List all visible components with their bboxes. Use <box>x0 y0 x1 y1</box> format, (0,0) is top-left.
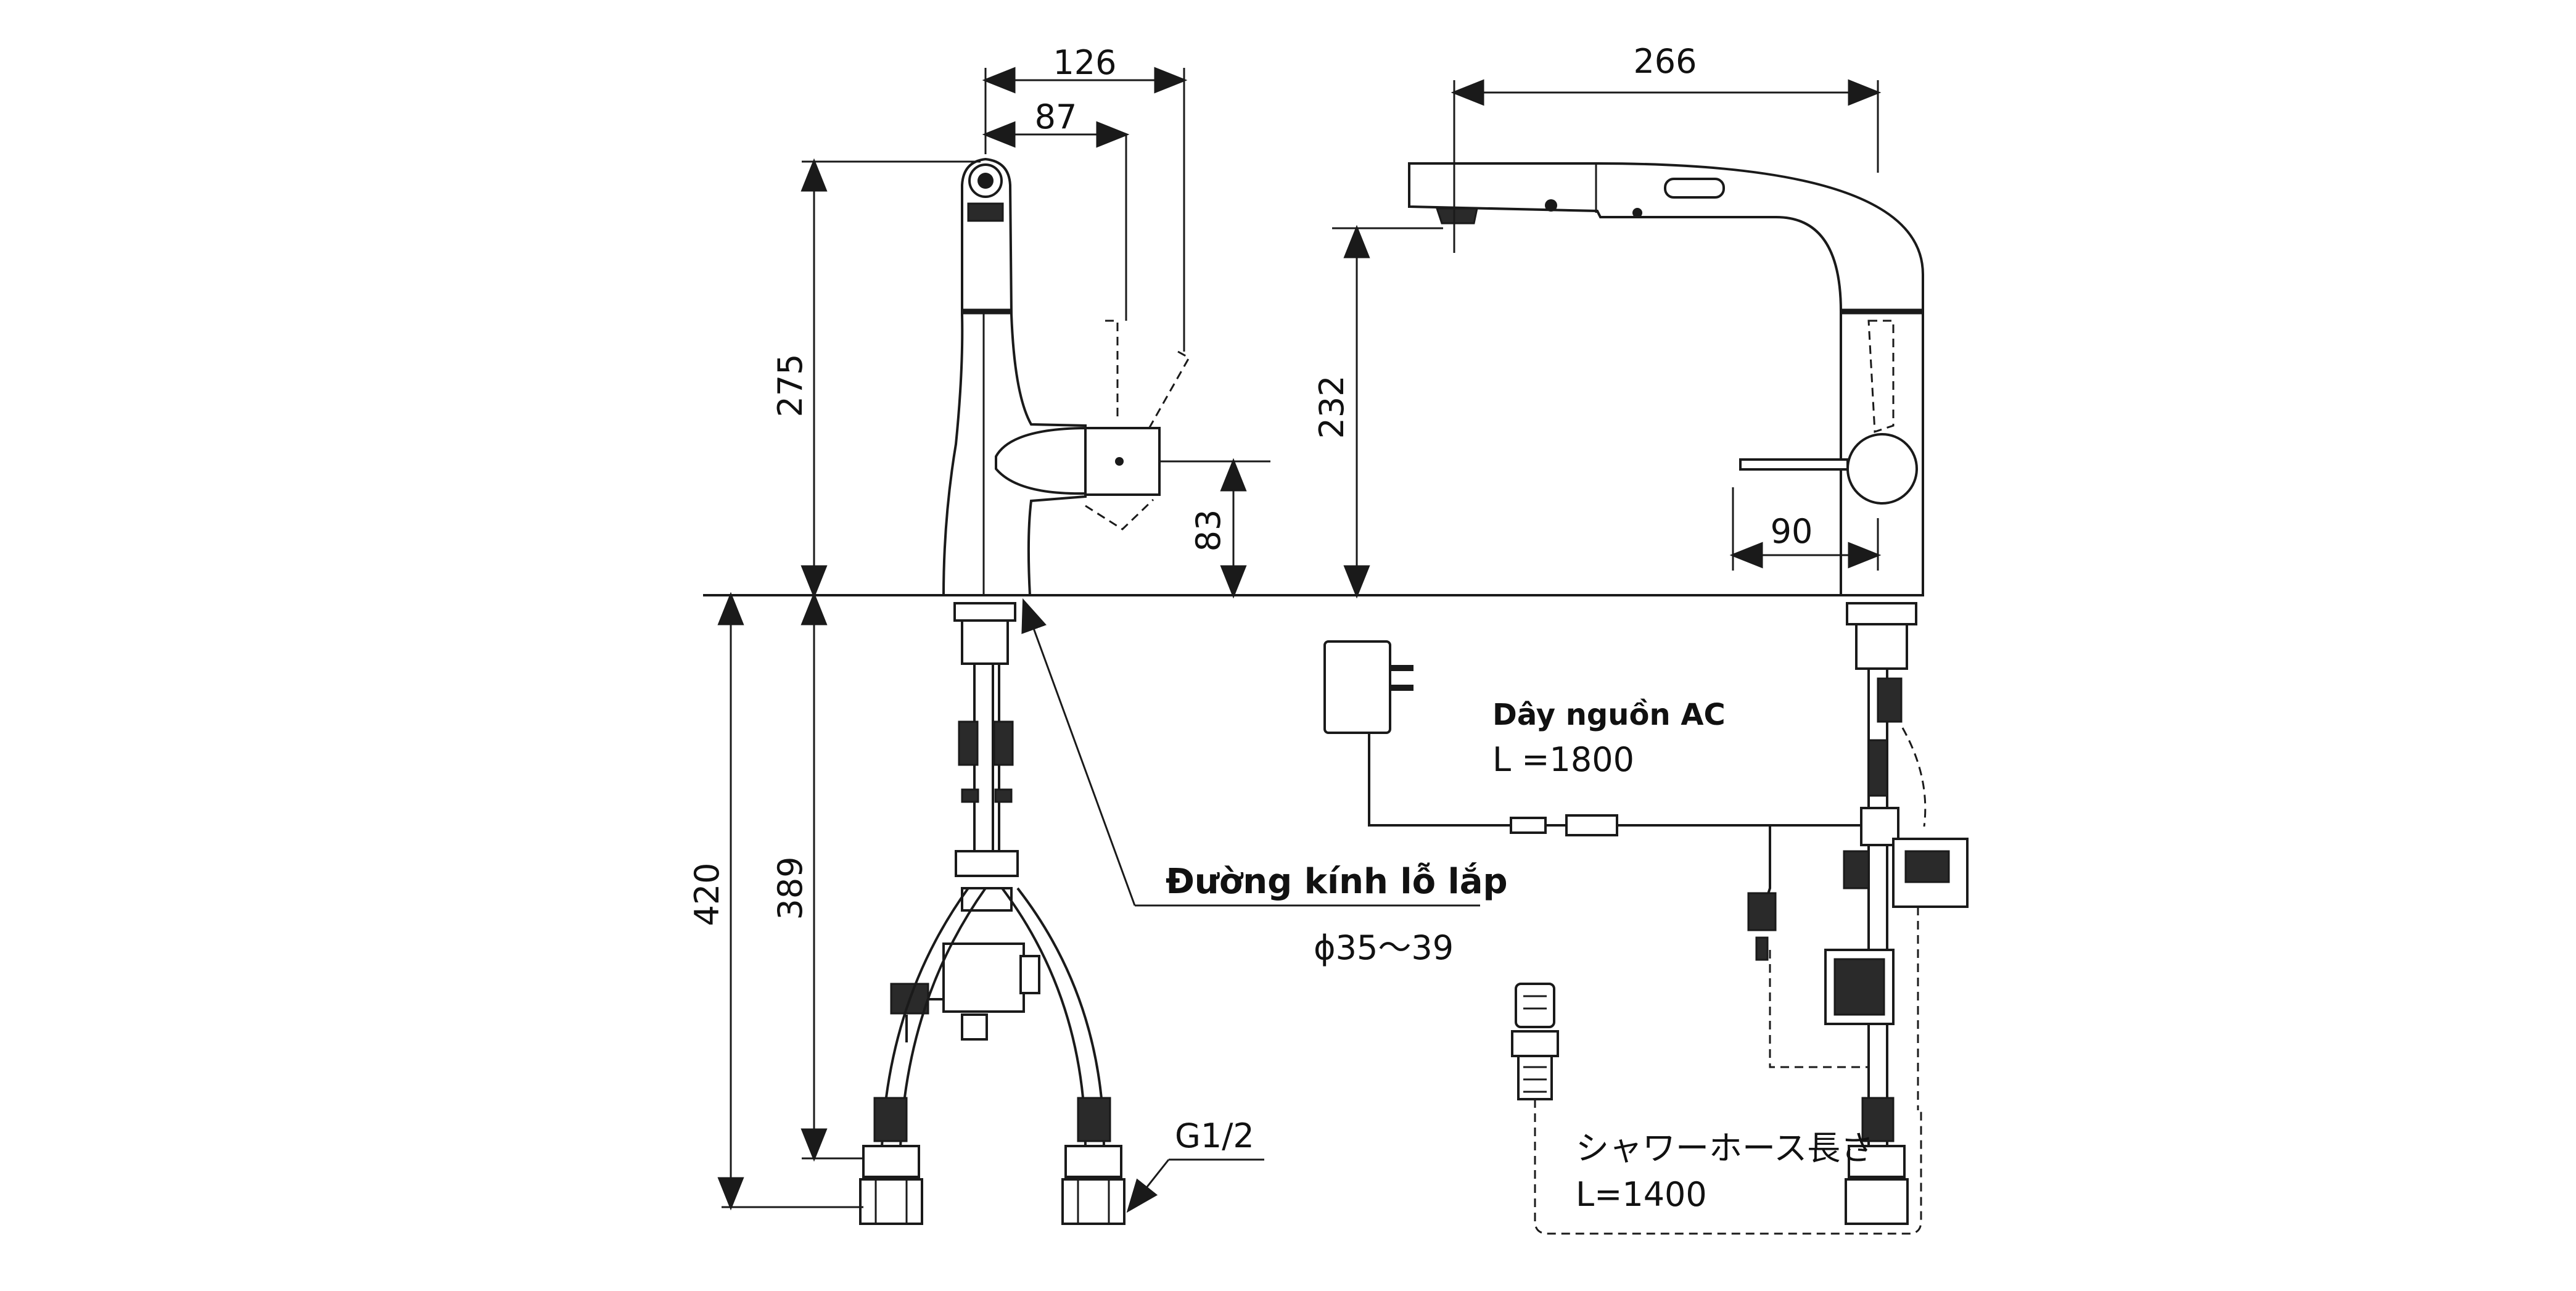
shower-hose-length: L=1400 <box>1576 1175 1707 1214</box>
dimension-389: 389 <box>771 592 863 1162</box>
shower-hose-path <box>1534 1099 1922 1235</box>
side-view-faucet <box>1408 162 1969 1225</box>
dim-266-label: 266 <box>1633 42 1697 81</box>
dimension-266: 266 <box>1451 42 1882 253</box>
left-inlet-fitting <box>859 1145 923 1225</box>
dimension-83: 83 <box>1189 458 1247 599</box>
right-inlet-fitting <box>1061 1145 1125 1225</box>
front-hose-couplers <box>958 720 1014 803</box>
dimension-90: 90 <box>1729 487 1882 571</box>
dim-83-label: 83 <box>1189 509 1228 552</box>
front-valve-block <box>890 942 1040 1042</box>
front-view-faucet <box>859 157 1270 1225</box>
dim-232-label: 232 <box>1312 375 1351 439</box>
dim-389-label: 389 <box>771 856 810 920</box>
ac-adapter <box>1323 640 1862 961</box>
side-inlet-fitting <box>1845 1145 1909 1225</box>
side-controller-box <box>1892 838 1969 908</box>
dimension-232: 232 <box>1312 225 1443 599</box>
thread-callout: G1/2 <box>1126 1116 1264 1213</box>
thread-label: G1/2 <box>1175 1116 1254 1155</box>
power-cord-title: Dây nguồn AC <box>1492 698 1726 732</box>
dim-420-label: 420 <box>688 862 726 926</box>
mount-hole-callout: Đường kính lỗ lắp ϕ35〜39 <box>1021 598 1508 967</box>
power-cord-length: L =1800 <box>1492 740 1634 779</box>
mount-hole-title: Đường kính lỗ lắp <box>1166 862 1508 902</box>
dimension-275: 275 <box>771 158 981 599</box>
dim-87-label: 87 <box>1035 97 1077 136</box>
side-valve-block <box>1824 949 1895 1025</box>
dimension-420: 420 <box>688 592 863 1211</box>
dim-90-label: 90 <box>1771 512 1813 551</box>
dimension-126: 126 <box>982 43 1188 352</box>
dimension-87: 87 <box>982 97 1130 321</box>
dim-275-label: 275 <box>771 353 810 417</box>
mount-hole-value: ϕ35〜39 <box>1314 928 1454 967</box>
shower-hose-title: シャワーホース長さ <box>1576 1129 1874 1168</box>
shower-hose-connector <box>1511 983 1559 1100</box>
dim-126-label: 126 <box>1053 43 1116 82</box>
